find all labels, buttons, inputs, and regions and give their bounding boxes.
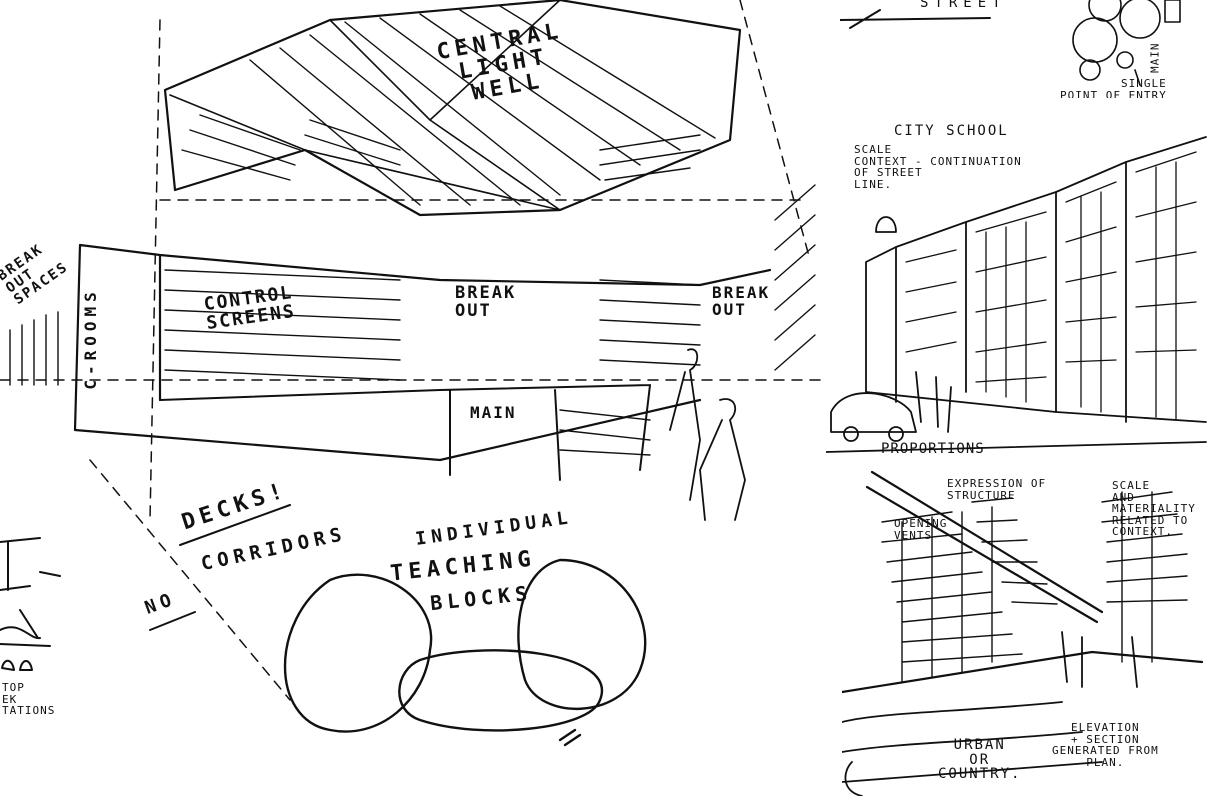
break-out-label-1: BREAK OUT <box>455 283 517 321</box>
urban-or-country-label: URBAN OR COUNTRY. <box>938 737 1022 783</box>
site-plan-fragment: STREET MAIN SINGLE POINT OF ENTRY <box>840 0 1208 98</box>
elevation-sketch: EXPRESSION OF STRUCTURE SCALE AND MATERI… <box>842 462 1208 796</box>
scale-materiality-label: SCALE AND MATERIALITY RELATED TO CONTEXT… <box>1112 479 1196 539</box>
main-plan-label: MAIN <box>1148 42 1162 74</box>
city-school-linework <box>826 136 1207 453</box>
proportions-label: PROPORTIONS <box>881 441 985 457</box>
rooftop-label: TOP EK TATIONS <box>2 681 56 718</box>
city-school-label: CITY SCHOOL <box>894 123 1009 139</box>
elevation-section-label: ELEVATION + SECTION GENERATED FROM PLAN. <box>1052 721 1159 769</box>
left-edge-fragment: TOP EK TATIONS <box>0 520 70 720</box>
elevation-linework <box>842 470 1204 796</box>
scale-context-label: SCALE CONTEXT - CONTINUATION OF STREET L… <box>854 143 1022 191</box>
expression-of-structure-label: EXPRESSION OF STRUCTURE <box>947 477 1047 502</box>
main-atrium-sketch: CENTRAL LIGHT WELL BREAK OUT SPACES C-RO… <box>0 0 831 747</box>
street-label: STREET <box>920 0 1007 11</box>
single-point-of-entry-label: SINGLE POINT OF ENTRY <box>1060 77 1167 98</box>
left-fragment-sketch <box>0 537 61 671</box>
site-plan-linework <box>840 0 1181 86</box>
atrium-linework <box>0 0 831 747</box>
main-hall-label: MAIN <box>470 403 517 422</box>
city-school-sketch: CITY SCHOOL SCALE CONTEXT - CONTINUATION… <box>826 122 1208 458</box>
break-out-label-2: BREAK OUT <box>712 283 771 319</box>
opening-vents-label: OPENING VENTS <box>894 517 948 542</box>
c-rooms-label: C-ROOMS <box>80 287 100 390</box>
